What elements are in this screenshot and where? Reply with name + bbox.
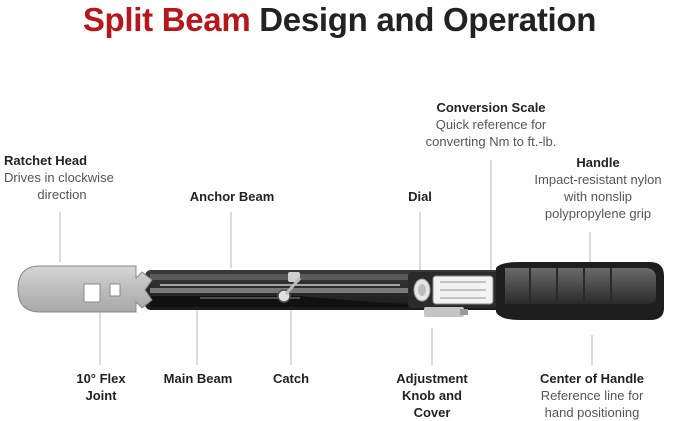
- label-main-beam: Main Beam: [150, 370, 246, 387]
- adjustment-knob-title-2: Knob and: [402, 388, 462, 403]
- label-dial: Dial: [395, 188, 445, 205]
- label-adjustment-knob: Adjustment Knob and Cover: [382, 370, 482, 421]
- flex-joint-title-2: Joint: [85, 388, 117, 403]
- adjustment-knob-title-1: Adjustment: [396, 371, 468, 386]
- handle-desc-3: polypropylene grip: [544, 206, 652, 221]
- catch-illustration: [277, 272, 302, 303]
- ratchet-head-desc-1: Drives in clockwise: [4, 170, 114, 185]
- label-ratchet-head: Ratchet Head Drives in clockwise directi…: [4, 152, 124, 203]
- handle-title: Handle: [576, 155, 620, 170]
- title-accent: Split Beam: [82, 1, 251, 38]
- ratchet-head-title: Ratchet Head: [4, 153, 88, 168]
- center-of-handle-desc-2: hand positioning: [544, 405, 640, 420]
- ratchet-head-desc-2: direction: [37, 187, 87, 202]
- main-beam-title: Main Beam: [163, 371, 233, 386]
- handle-illustration: [496, 262, 664, 320]
- center-of-handle-desc-1: Reference line for: [540, 388, 644, 403]
- title-rest: Design and Operation: [250, 1, 597, 38]
- conversion-scale-desc-1: Quick reference for: [435, 117, 547, 132]
- label-conversion-scale: Conversion Scale Quick reference for con…: [408, 99, 574, 150]
- catch-title: Catch: [272, 371, 310, 386]
- conversion-scale-desc-2: converting Nm to ft.-lb.: [425, 134, 557, 149]
- handle-desc-2: with nonslip: [564, 189, 632, 204]
- anchor-beam-title: Anchor Beam: [189, 189, 275, 204]
- center-of-handle-title: Center of Handle: [539, 371, 644, 386]
- leader-lines: [59, 160, 593, 365]
- label-anchor-beam: Anchor Beam: [176, 188, 288, 205]
- adjustment-knob-title-3: Cover: [413, 405, 451, 420]
- label-center-of-handle: Center of Handle Reference line for hand…: [516, 370, 668, 421]
- page-title: Split Beam Design and Operation: [0, 0, 679, 40]
- flex-joint-title-1: 10° Flex: [76, 371, 126, 386]
- handle-desc-1: Impact-resistant nylon: [534, 172, 662, 187]
- label-flex-joint: 10° Flex Joint: [56, 370, 146, 404]
- dial-and-scale-illustration: [408, 272, 498, 317]
- dial-title: Dial: [408, 189, 432, 204]
- ratchet-head-illustration: [17, 265, 153, 313]
- label-catch: Catch: [260, 370, 322, 387]
- conversion-scale-title: Conversion Scale: [436, 100, 546, 115]
- label-handle: Handle Impact-resistant nylon with nonsl…: [520, 154, 676, 222]
